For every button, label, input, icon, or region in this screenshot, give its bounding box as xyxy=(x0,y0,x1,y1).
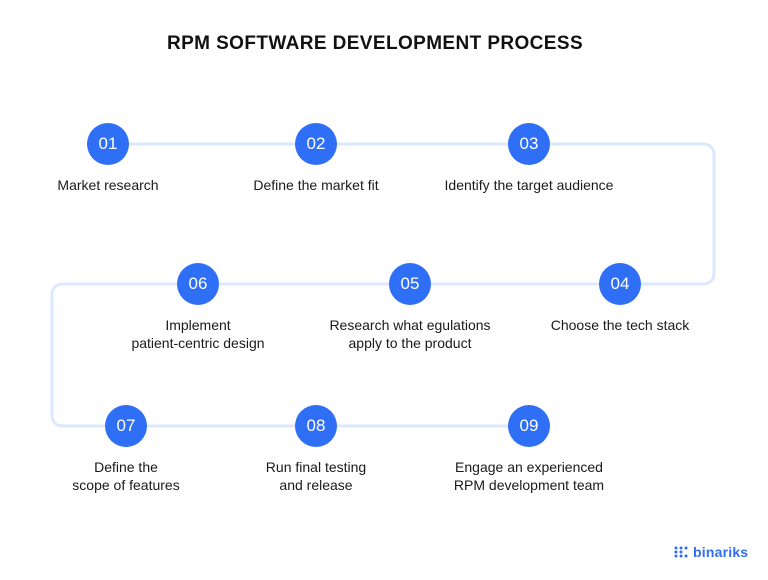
step-number-badge: 09 xyxy=(508,405,550,447)
step-label: Run final testing and release xyxy=(206,458,426,494)
step-label: Choose the tech stack xyxy=(510,316,730,334)
step-label-line: Define the market fit xyxy=(253,177,379,193)
step-label-line: and release xyxy=(279,477,353,493)
step-label-line: Run final testing xyxy=(265,459,367,475)
step-label-line: patient-centric design xyxy=(131,335,265,351)
step-number-badge: 08 xyxy=(295,405,337,447)
step-number-badge: 04 xyxy=(599,263,641,305)
step-number-badge: 01 xyxy=(87,123,129,165)
step-label-line: Implement xyxy=(165,317,231,333)
step-label-line: Define the xyxy=(94,459,158,475)
brand-logo-text: binariks xyxy=(693,544,749,560)
page-title: RPM SOFTWARE DEVELOPMENT PROCESS xyxy=(166,33,584,54)
brand-logo-dots-icon xyxy=(674,546,688,558)
step-label: Implement patient-centric design xyxy=(88,316,308,352)
step-label-line: Research what egulations xyxy=(329,317,491,333)
step-label-line: Market research xyxy=(57,177,159,193)
step-label: Engage an experienced RPM development te… xyxy=(419,458,639,494)
brand-logo: binariks xyxy=(674,544,748,560)
step-label: Research what egulations apply to the pr… xyxy=(300,316,520,352)
step-label-line: Choose the tech stack xyxy=(550,317,690,333)
step-number-badge: 03 xyxy=(508,123,550,165)
step-number-badge: 02 xyxy=(295,123,337,165)
step-label-line: scope of features xyxy=(72,477,180,493)
step-number-badge: 06 xyxy=(177,263,219,305)
step-label-line: Identify the target audience xyxy=(444,177,614,193)
step-label: Identify the target audience xyxy=(419,176,639,194)
step-label-line: apply to the product xyxy=(348,335,472,351)
step-label: Define the market fit xyxy=(206,176,426,194)
step-number-badge: 07 xyxy=(105,405,147,447)
step-label: Define the scope of features xyxy=(16,458,236,494)
step-label-line: Engage an experienced xyxy=(455,459,603,475)
step-number-badge: 05 xyxy=(389,263,431,305)
step-label: Market research xyxy=(0,176,218,194)
step-label-line: RPM development team xyxy=(453,477,605,493)
